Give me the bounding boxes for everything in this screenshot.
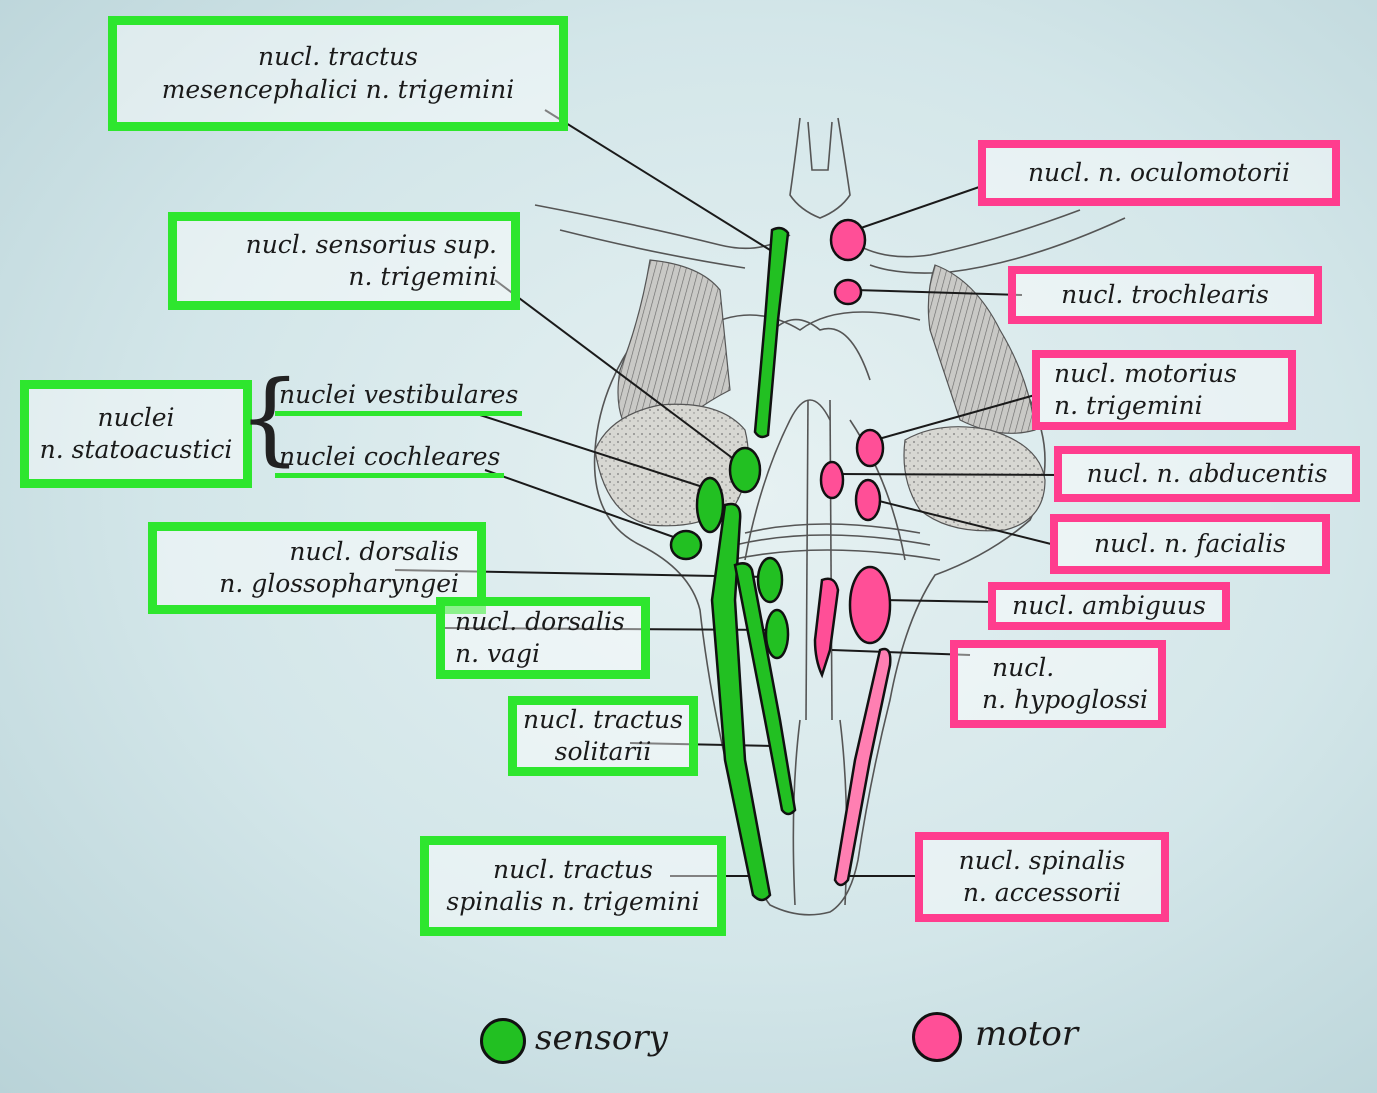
hypoglossal-nucleus [813, 577, 840, 679]
label-line: nucl. n. abducentis [1086, 458, 1328, 488]
label-line: n. glossopharyngei [219, 569, 459, 598]
label-line: nucl. trochlearis [1061, 279, 1269, 309]
label-line: n. statoacustici [39, 435, 233, 464]
label-accessory: nucl. spinalis n. accessorii [915, 832, 1169, 922]
accessory-nucleus [833, 647, 892, 887]
label-dorsal-vagal: nucl. dorsalis n. vagi [436, 597, 650, 679]
vestibular-nucleus [695, 476, 725, 534]
label-line: n. accessorii [962, 878, 1122, 907]
motor-legend-dot-icon [912, 1012, 962, 1062]
label-line: nucl. n. oculomotorii [1027, 157, 1291, 187]
label-cochlear-nuclei: nuclei cochleares [275, 442, 505, 478]
label-line: nucl. n. facialis [1094, 528, 1286, 558]
sensory-nuclei [669, 226, 797, 902]
motor-trigeminal-nucleus [855, 428, 885, 468]
label-line: spinalis n. trigemini [446, 887, 700, 916]
cochlear-nucleus [669, 529, 703, 561]
label-vestibular-nuclei: nuclei vestibulares [275, 380, 523, 416]
label-sensorius-superior-trigeminal: nucl. sensorius sup. n. trigemini [168, 212, 520, 310]
label-line: nucl. tractus [523, 704, 683, 734]
facial-nucleus [854, 478, 882, 522]
label-line: n. hypoglossi [982, 685, 1148, 714]
label-line: nucl. sensorius sup. [245, 229, 497, 259]
label-oculomotor: nucl. n. oculomotorii [978, 140, 1340, 206]
label-line: n. trigemini [348, 262, 497, 291]
oculomotor-nucleus [829, 218, 867, 262]
trochlear-nucleus [833, 278, 863, 306]
mesencephalic-nucleus [753, 226, 790, 439]
legend-motor: motor [975, 1014, 1079, 1054]
label-spinal-trigeminal: nucl. tractus spinalis n. trigemini [420, 836, 726, 936]
label-line: nucl. ambiguus [1012, 590, 1206, 620]
leader-lines [394, 109, 1061, 877]
label-line: solitarii [554, 737, 652, 766]
label-line: n. vagi [455, 639, 541, 668]
label-line: nucl. dorsalis [455, 606, 625, 636]
label-mesencephalic-trigeminal: nucl. tractus mesencephalici n. trigemin… [108, 16, 568, 131]
brainstem-outline [534, 117, 1126, 916]
label-solitary-tract: nucl. tractus solitarii [508, 696, 698, 776]
label-ambiguus: nucl. ambiguus [988, 582, 1230, 630]
label-statoacoustic-nuclei: nuclei n. statoacustici [20, 380, 252, 488]
label-abducens: nucl. n. abducentis [1054, 446, 1360, 502]
label-line: n. trigemini [1054, 391, 1203, 420]
label-motor-trigeminal: nucl. motorius n. trigemini [1032, 350, 1296, 430]
label-facial: nucl. n. facialis [1050, 514, 1330, 574]
ambiguus-nucleus [848, 565, 892, 645]
label-trochlear: nucl. trochlearis [1008, 266, 1322, 324]
label-line: nuclei [97, 402, 175, 432]
brace-icon: { [238, 359, 302, 476]
label-line: nucl. spinalis [958, 845, 1126, 875]
label-line: nucl. tractus [258, 42, 418, 71]
label-line: nucl. dorsalis [289, 536, 459, 566]
label-line: nucl. motorius [1054, 358, 1237, 388]
sensorius-nucleus [728, 446, 762, 494]
vagal-nucleus [764, 608, 790, 660]
solitary-tract [733, 562, 797, 816]
label-dorsal-glossopharyngeal: nucl. dorsalis n. glossopharyngei [148, 522, 486, 614]
label-line: nucl. [992, 652, 1055, 682]
right-cut-surface [903, 426, 1046, 532]
label-line: nucl. tractus [493, 854, 653, 884]
abducens-nucleus [819, 460, 845, 500]
label-line: mesencephalici n. trigemini [161, 74, 515, 104]
label-hypoglossal: nucl. n. hypoglossi [950, 640, 1166, 728]
legend-sensory: sensory [535, 1018, 668, 1058]
sensory-legend-dot-icon [480, 1018, 526, 1064]
motor-nuclei [813, 218, 892, 887]
glossopharyngeal-nucleus [756, 556, 784, 604]
spinal-trigeminal-tract [710, 502, 772, 902]
